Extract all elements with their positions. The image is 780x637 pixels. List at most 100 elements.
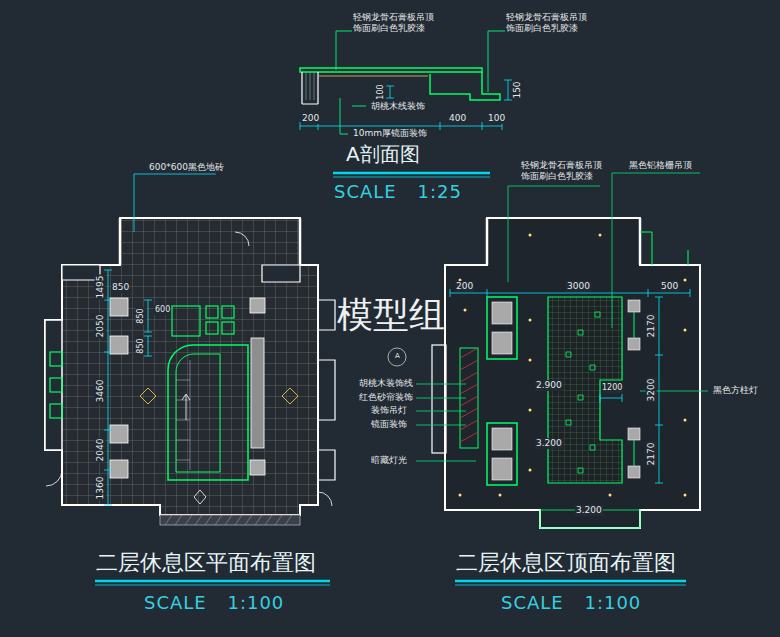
watermark: 模型组 xyxy=(336,293,446,336)
seating xyxy=(222,322,234,334)
ceiling-boxes xyxy=(628,338,640,350)
stair xyxy=(176,354,220,472)
ceiling-boxes xyxy=(628,300,640,312)
seating xyxy=(140,388,298,404)
ceiling-dimensions xyxy=(600,394,622,402)
seating xyxy=(206,322,218,334)
ceiling-boxes xyxy=(492,332,512,354)
seating xyxy=(110,336,128,354)
seating xyxy=(50,378,62,392)
material-note: 镜面装饰 xyxy=(370,419,408,430)
seating xyxy=(50,352,62,366)
downlights xyxy=(684,419,687,422)
ceiling-boxes xyxy=(487,297,517,359)
floor-plan xyxy=(235,232,249,246)
dimension: 200 xyxy=(455,281,474,292)
dimension: 400 xyxy=(448,113,467,124)
section-profile xyxy=(318,76,428,77)
section-profile xyxy=(300,68,500,104)
section-leaders xyxy=(340,98,348,134)
dimension: 2170 xyxy=(646,442,657,467)
floor-plan xyxy=(165,515,292,525)
ceiling-boxes xyxy=(487,297,640,485)
section-leaders xyxy=(336,31,436,70)
dimension: 3000 xyxy=(566,281,591,292)
drawing-title: 二层休息区平面布置图 xyxy=(95,550,317,576)
ceiling-boxes xyxy=(492,302,512,324)
seating xyxy=(250,298,265,313)
downlights xyxy=(599,234,602,237)
stair xyxy=(176,360,190,470)
downlights xyxy=(529,469,532,472)
material-note: 暗藏灯光 xyxy=(370,455,408,466)
ceiling-boxes xyxy=(628,466,640,478)
title-underline xyxy=(333,173,490,177)
floor-plan xyxy=(46,470,332,506)
material-note: 黑色铝格栅吊顶 xyxy=(628,160,693,171)
ceiling-boxes xyxy=(628,428,640,440)
grille-ceiling xyxy=(566,312,600,473)
floor-plan xyxy=(45,218,318,515)
section-profile xyxy=(430,72,500,100)
material-note: 轻钢龙骨石膏板吊顶 饰面刷白色乳胶漆 xyxy=(520,160,608,182)
dimension: 600 xyxy=(154,305,171,315)
ceiling-leaders xyxy=(416,384,476,461)
downlights xyxy=(684,329,687,332)
section-leaders xyxy=(352,106,366,107)
downlights xyxy=(464,309,467,312)
plan-underline xyxy=(95,580,330,583)
plan-dimensions xyxy=(104,174,216,505)
material-note: 10mm厚镜面装饰 xyxy=(352,128,428,139)
dimension: 850 xyxy=(136,307,146,324)
stair xyxy=(168,345,248,480)
downlights xyxy=(459,234,687,497)
dimension: 2170 xyxy=(646,314,657,339)
section-profile xyxy=(306,72,314,100)
section-leaders xyxy=(336,31,592,134)
dimension: 500 xyxy=(660,281,679,292)
section-mark: A xyxy=(394,352,401,360)
downlights xyxy=(609,494,612,497)
seating xyxy=(110,460,128,478)
ceiling-underline xyxy=(455,580,686,583)
floor-plan xyxy=(120,218,300,265)
dimension: 3460 xyxy=(95,379,106,404)
dimension: 100 xyxy=(487,113,506,124)
drawing-title: A剖面图 xyxy=(345,142,421,166)
scale-note: SCALE 1:100 xyxy=(500,592,642,614)
scale-note: SCALE 1:100 xyxy=(143,592,285,614)
ceiling-leaders xyxy=(508,186,600,282)
title-underline xyxy=(333,172,490,175)
ceiling-plan xyxy=(432,218,700,528)
scale-note: SCALE 1:25 xyxy=(333,181,463,203)
dimension: 3200 xyxy=(646,378,657,403)
ceiling-boxes xyxy=(487,423,517,485)
downlights xyxy=(529,409,532,412)
seating xyxy=(50,298,298,478)
floor-plan xyxy=(262,265,300,282)
downlights xyxy=(529,319,532,322)
floor-plan xyxy=(45,320,62,450)
floor-plan xyxy=(160,515,300,525)
material-note: 胡桃木线装饰 xyxy=(370,101,426,112)
dimension: 850 xyxy=(111,282,130,293)
downlights xyxy=(684,494,687,497)
floor-plan xyxy=(318,300,335,480)
ceiling-leaders xyxy=(388,348,406,366)
seating xyxy=(251,338,264,448)
section-leaders xyxy=(488,31,592,92)
downlights xyxy=(529,359,532,362)
seating xyxy=(50,404,62,418)
section-profile xyxy=(300,68,482,72)
dimension: 100 xyxy=(376,83,386,100)
ceiling-boxes xyxy=(492,428,512,450)
drawing-title: 二层休息区顶面布置图 xyxy=(455,550,677,576)
material-note: 轻钢龙骨石膏板吊顶 饰面刷白色乳胶漆 xyxy=(352,12,440,34)
ceiling-height: 3.200 xyxy=(575,505,603,516)
ceiling-height: 2.900 xyxy=(535,380,563,391)
title-underline xyxy=(333,177,490,178)
section-dimensions xyxy=(300,80,512,130)
seating xyxy=(110,298,128,316)
stair xyxy=(182,394,190,420)
downlights xyxy=(684,279,687,282)
